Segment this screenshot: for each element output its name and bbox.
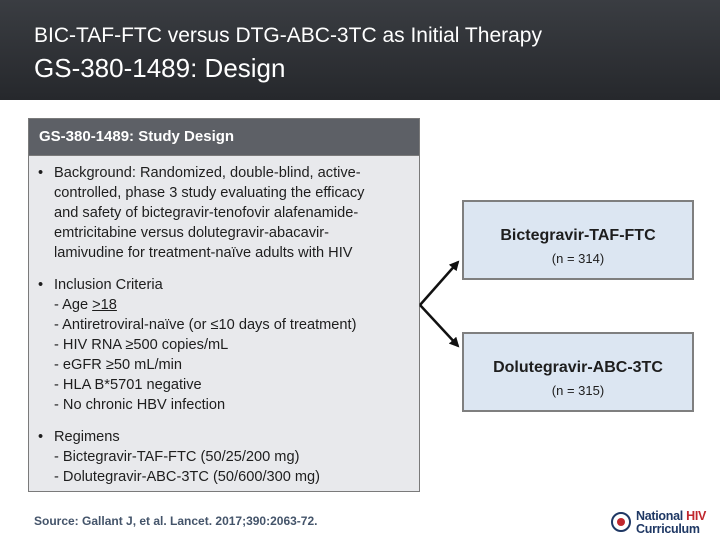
source-citation: Source: Gallant J, et al. Lancet. 2017;3…	[34, 514, 318, 528]
background-line: lamivudine for treatment-naïve adults wi…	[54, 245, 353, 261]
inclusion-item: - eGFR ≥50 mL/min	[54, 357, 183, 373]
background-line: emtricitabine versus dolutegravir-abacav…	[54, 225, 329, 241]
regimen-item: - Dolutegravir-ABC-3TC (50/600/300 mg)	[54, 469, 321, 485]
bullet-icon: •	[38, 429, 44, 445]
inclusion-item-age: - Age >18	[38, 295, 411, 315]
study-design-panel: GS-380-1489: Study Design • Background: …	[28, 118, 420, 492]
arm-n: (n = 315)	[551, 383, 605, 398]
inclusion-item: - Antiretroviral-naïve (or ≤10 days of t…	[54, 317, 357, 333]
slide-header: BIC-TAF-FTC versus DTG-ABC-3TC as Initia…	[0, 0, 720, 100]
background-label: Background	[54, 165, 132, 181]
logo-text-line2: Curriculum	[636, 522, 700, 536]
arrow-to-arm-1	[419, 260, 460, 306]
panel-title: GS-380-1489: Study Design	[29, 119, 419, 156]
inclusion-item: - No chronic HBV infection	[54, 397, 226, 413]
bullet-icon: •	[38, 165, 44, 181]
inclusion-label: Inclusion Criteria	[54, 277, 163, 293]
logo-mark-icon	[611, 512, 631, 532]
background-section: • Background: Randomized, double-blind, …	[38, 163, 411, 263]
age-value: >18	[92, 297, 117, 313]
arm-n: (n = 314)	[551, 251, 605, 266]
arm-name: Dolutegravir-ABC-3TC	[493, 359, 663, 376]
background-text: : Randomized, double-blind, active-	[131, 165, 361, 181]
regimens-label: Regimens	[54, 429, 120, 445]
inclusion-section: • Inclusion Criteria - Age >18 - Antiret…	[38, 275, 411, 415]
regimens-section: • Regimens - Bictegravir-TAF-FTC (50/25/…	[38, 427, 411, 487]
arm-box-dolutegravir: Dolutegravir-ABC-3TC (n = 315)	[462, 332, 694, 412]
arm-name: Bictegravir-TAF-FTC	[500, 227, 656, 244]
logo-text-line1: National HIV	[636, 509, 707, 523]
panel-body: • Background: Randomized, double-blind, …	[29, 156, 419, 487]
arrow-to-arm-2	[419, 304, 460, 348]
bullet-icon: •	[38, 277, 44, 293]
inclusion-item: - HLA B*5701 negative	[54, 377, 202, 393]
national-hiv-curriculum-logo: National HIV Curriculum	[610, 507, 714, 537]
slide-title: BIC-TAF-FTC versus DTG-ABC-3TC as Initia…	[34, 24, 542, 47]
arm-box-bictegravir: Bictegravir-TAF-FTC (n = 314)	[462, 200, 694, 280]
regimen-item: - Bictegravir-TAF-FTC (50/25/200 mg)	[54, 449, 300, 465]
inclusion-item: - HIV RNA ≥500 copies/mL	[54, 337, 229, 353]
age-prefix: - Age	[54, 297, 93, 313]
background-line: and safety of bictegravir-tenofovir alaf…	[54, 205, 359, 221]
background-line: controlled, phase 3 study evaluating the…	[54, 185, 365, 201]
slide-subtitle: GS-380-1489: Design	[34, 53, 286, 83]
